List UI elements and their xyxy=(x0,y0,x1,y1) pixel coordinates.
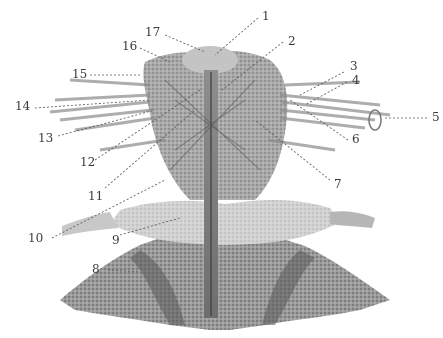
left-band-extension xyxy=(62,212,118,236)
callout-4: 4 xyxy=(352,73,360,87)
middle-pale-band xyxy=(110,200,340,245)
callout-13: 13 xyxy=(38,131,53,145)
callout-1: 1 xyxy=(262,9,270,23)
callout-9: 9 xyxy=(112,233,120,247)
callout-12: 12 xyxy=(80,155,95,169)
callout-6: 6 xyxy=(352,132,360,146)
callout-16: 16 xyxy=(122,39,137,53)
callout-5: 5 xyxy=(432,110,440,124)
right-band-extension xyxy=(330,211,375,228)
top-cap xyxy=(182,46,238,74)
callout-7: 7 xyxy=(334,177,342,191)
callout-14: 14 xyxy=(15,99,31,113)
callout-17: 17 xyxy=(145,25,160,39)
callout-8: 8 xyxy=(92,262,100,276)
callout-2: 2 xyxy=(288,34,296,48)
callout-15: 15 xyxy=(72,67,87,81)
callout-3: 3 xyxy=(350,59,358,73)
lower-base-mass xyxy=(60,238,390,330)
callout-10: 10 xyxy=(28,231,43,245)
callout-11: 11 xyxy=(88,189,103,203)
